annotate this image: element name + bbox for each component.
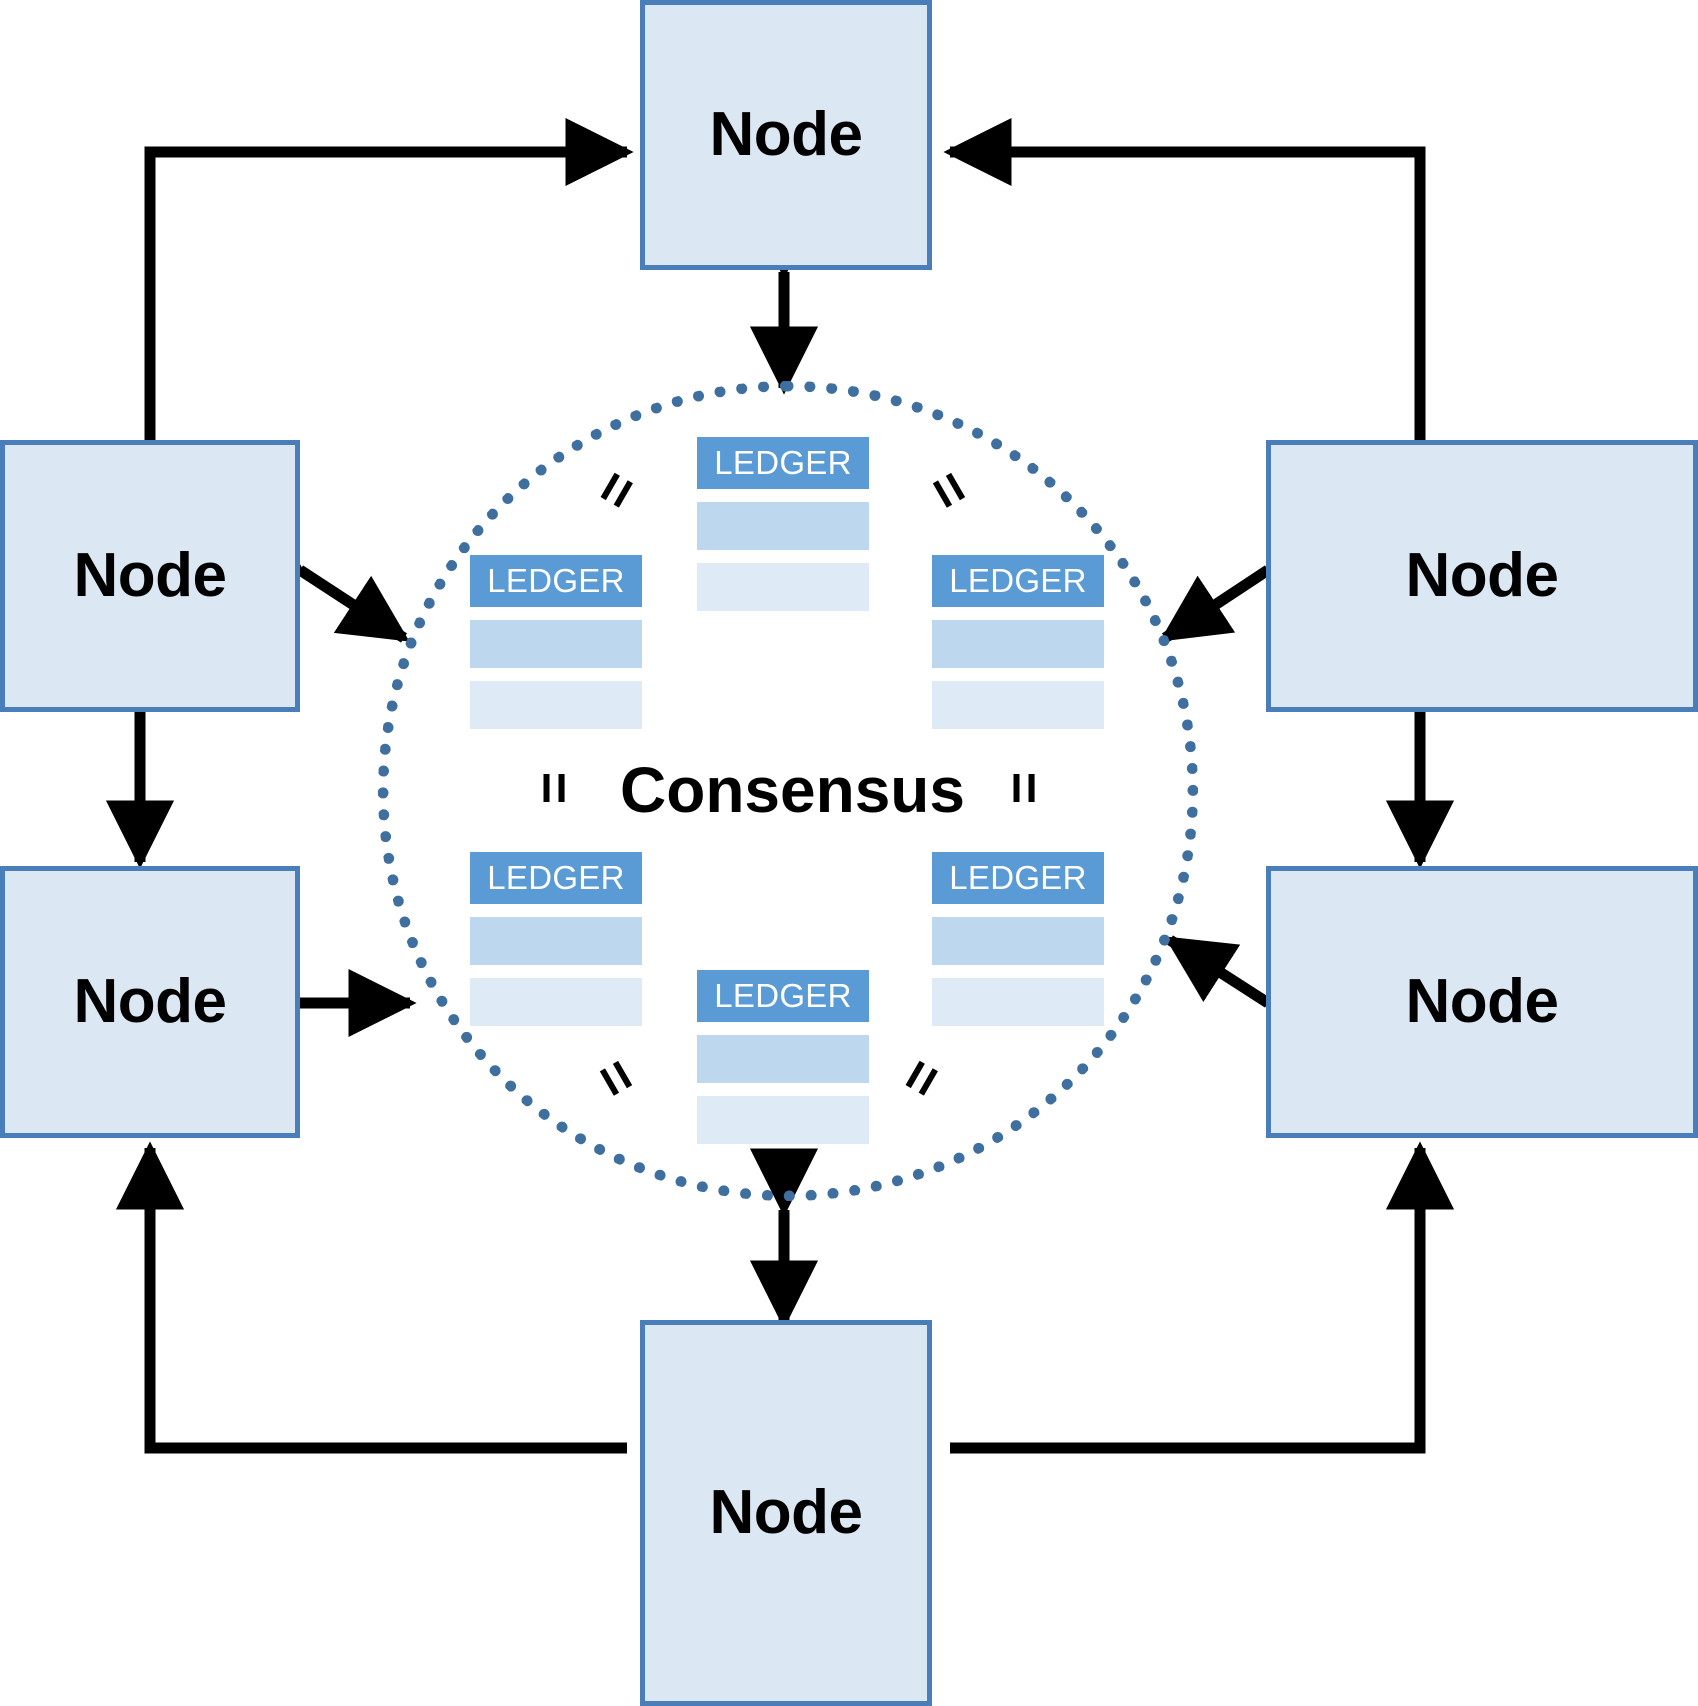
conn-left-upper-to-center: [229, 507, 410, 643]
ledger-row-mid: [470, 917, 642, 965]
ledger-row-light: [697, 1096, 869, 1144]
ledger-row-light: [932, 978, 1104, 1026]
eq-middle-right-icon: =: [993, 771, 1057, 805]
ledger-row-mid: [697, 502, 869, 550]
node-label: Node: [709, 100, 864, 169]
conn-elbow-bottom-right: [950, 1141, 1455, 1454]
consensus-label: Consensus: [620, 754, 965, 826]
ledger-upper-left[interactable]: LEDGER: [470, 555, 642, 729]
ledger-lower-left[interactable]: LEDGER: [470, 852, 642, 1026]
ledger-header-label: LEDGER: [470, 555, 642, 607]
node-left-lower[interactable]: Node: [0, 866, 300, 1138]
node-bottom[interactable]: Node: [640, 1320, 932, 1706]
node-right-lower[interactable]: Node: [1266, 866, 1698, 1138]
conn-right-upper-to-center: [1159, 507, 1339, 643]
ledger-upper-right[interactable]: LEDGER: [932, 555, 1104, 729]
ledger-row-light: [697, 563, 869, 611]
ledger-header-label: LEDGER: [932, 852, 1104, 904]
ledger-top[interactable]: LEDGER: [697, 437, 869, 611]
ledger-row-mid: [697, 1035, 869, 1083]
conn-elbow-top-left: [144, 117, 634, 443]
conn-right-lower-to-center: [1164, 935, 1339, 1065]
node-label: Node: [1405, 541, 1560, 610]
ledger-bottom[interactable]: LEDGER: [697, 970, 869, 1144]
node-top[interactable]: Node: [640, 0, 932, 270]
eq-middle-left-icon: =: [523, 771, 587, 805]
node-label: Node: [709, 1478, 864, 1547]
ledger-row-light: [470, 978, 642, 1026]
node-right-upper[interactable]: Node: [1266, 440, 1698, 712]
ledger-header-label: LEDGER: [697, 970, 869, 1022]
consensus-circle: [378, 381, 1198, 1201]
ledger-row-mid: [932, 620, 1104, 668]
node-label: Node: [1405, 967, 1560, 1036]
conn-elbow-top-right: [943, 117, 1426, 443]
conn-elbow-bottom-left: [115, 1141, 627, 1454]
node-label: Node: [73, 967, 228, 1036]
ledger-lower-right[interactable]: LEDGER: [932, 852, 1104, 1026]
ledger-row-mid: [470, 620, 642, 668]
node-label: Node: [73, 541, 228, 610]
ledger-row-mid: [932, 917, 1104, 965]
ledger-row-light: [932, 681, 1104, 729]
ledger-header-label: LEDGER: [932, 555, 1104, 607]
ledger-header-label: LEDGER: [697, 437, 869, 489]
node-left-upper[interactable]: Node: [0, 440, 300, 712]
ledger-row-light: [470, 681, 642, 729]
ledger-header-label: LEDGER: [470, 852, 642, 904]
